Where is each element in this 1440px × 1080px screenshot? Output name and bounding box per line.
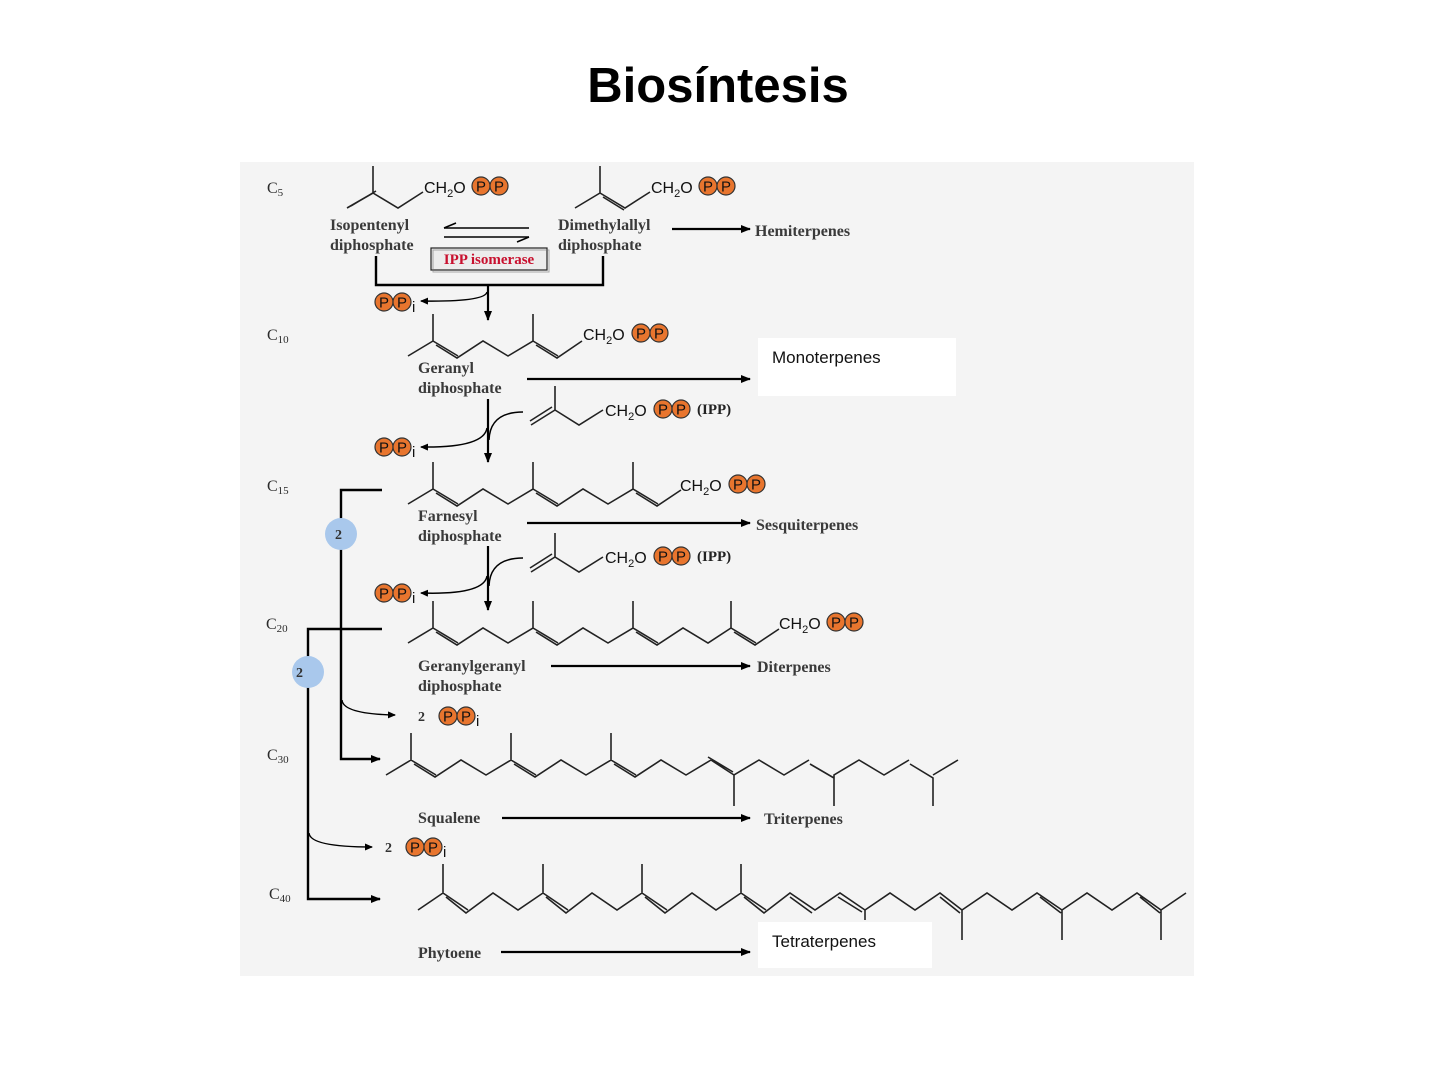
terpene-biosynthesis-diagram: C5 C10 C15 C20 C30 C40 CH2O P P Isopente… — [240, 162, 1194, 976]
ipp-ch2o: CH2O — [424, 180, 466, 200]
slide-title: Biosíntesis — [587, 59, 849, 113]
svg-text:P: P — [397, 295, 407, 312]
ppi-group-3: P P i — [374, 583, 415, 607]
svg-text:2: 2 — [418, 710, 425, 725]
dmapp-structure: CH2O P P — [574, 166, 736, 211]
svg-text:P: P — [379, 586, 389, 603]
svg-text:P: P — [379, 295, 389, 312]
svg-text:P: P — [733, 477, 743, 494]
svg-text:P: P — [636, 326, 646, 343]
svg-text:P: P — [410, 840, 420, 857]
ppi-group-2: P P i — [374, 437, 415, 461]
product-monoterpenes: Monoterpenes — [772, 348, 881, 367]
label-c15: C15 — [267, 478, 289, 497]
svg-text:2: 2 — [385, 841, 392, 856]
label-c10: C10 — [267, 327, 289, 346]
svg-text:P: P — [831, 615, 841, 632]
monoterpenes-box — [758, 338, 956, 396]
product-diterpenes: Diterpenes — [757, 659, 831, 676]
gpp-structure: CH2O P P — [407, 314, 669, 359]
svg-text:P: P — [849, 615, 859, 632]
enzyme-label: IPP isomerase — [444, 252, 535, 268]
arrow-ppi-release-1 — [420, 291, 488, 305]
svg-text:i: i — [443, 844, 446, 861]
carbon-labels: C5 C10 C15 C20 C30 C40 — [266, 180, 291, 905]
arrow-ipp-join-1 — [488, 411, 524, 441]
svg-text:CH2O: CH2O — [680, 478, 722, 498]
phosphate-label: P — [476, 179, 486, 196]
product-hemiterpenes: Hemiterpenes — [755, 223, 850, 240]
dimer-badge-ggpp: 2 — [292, 656, 324, 688]
phytoene-name: Phytoene — [418, 945, 481, 962]
phosphate-label: P — [721, 179, 731, 196]
phytoene-structure — [417, 864, 1187, 940]
label-c30: C30 — [267, 747, 289, 766]
ppi-group-phytoene: 2 P P i — [385, 837, 446, 861]
svg-text:P: P — [397, 440, 407, 457]
product-triterpenes: Triterpenes — [764, 811, 843, 828]
ggpp-dimerization-bracket — [306, 627, 382, 903]
squalene-name: Squalene — [418, 810, 480, 827]
arrow-ppi-release-3 — [420, 575, 488, 597]
product-tetraterpenes: Tetraterpenes — [772, 932, 876, 951]
svg-text:P: P — [658, 549, 668, 566]
svg-text:P: P — [397, 586, 407, 603]
tetraterpenes-box — [758, 922, 932, 968]
dmapp-ch2o: CH2O — [651, 180, 693, 200]
svg-text:i: i — [476, 713, 479, 730]
svg-text:(IPP): (IPP) — [697, 549, 731, 565]
ppi-group-1: P P i — [374, 292, 415, 316]
fpp-dimerization-bracket — [339, 488, 396, 763]
svg-text:CH2O: CH2O — [605, 403, 647, 423]
svg-text:P: P — [658, 402, 668, 419]
svg-text:2: 2 — [296, 666, 303, 681]
ipp-addition-2: CH2O P P (IPP) — [529, 533, 731, 573]
ipp-structure: CH2O P P — [346, 166, 509, 209]
phosphate-label: P — [703, 179, 713, 196]
condensation-bracket-c5 — [374, 256, 605, 287]
svg-text:P: P — [751, 477, 761, 494]
label-c40: C40 — [269, 886, 291, 905]
enzyme-box — [430, 247, 548, 271]
svg-text:i: i — [412, 590, 415, 607]
svg-text:P: P — [428, 840, 438, 857]
svg-text:CH2O: CH2O — [779, 616, 821, 636]
label-c5: C5 — [267, 180, 284, 199]
phosphate-icon — [489, 176, 509, 196]
svg-text:i: i — [412, 444, 415, 461]
svg-text:CH2O: CH2O — [605, 550, 647, 570]
isomerase-equilibrium-arrows — [443, 222, 530, 243]
svg-text:P: P — [654, 326, 664, 343]
ppi-group-squalene: 2 P P i — [418, 706, 479, 730]
ipp-addition-1: CH2O P P (IPP) — [529, 386, 731, 426]
dimer-badge-fpp: 2 — [325, 518, 357, 550]
svg-text:P: P — [676, 549, 686, 566]
phosphate-icon — [716, 176, 736, 196]
svg-text:P: P — [379, 440, 389, 457]
svg-text:CH2O: CH2O — [583, 327, 625, 347]
svg-text:i: i — [412, 299, 415, 316]
arrow-ppi-release-2 — [420, 427, 488, 451]
phosphate-label: P — [494, 179, 504, 196]
squalene-structure — [385, 733, 959, 806]
label-c20: C20 — [266, 616, 288, 635]
arrow-ipp-join-2 — [488, 557, 524, 587]
svg-text:P: P — [676, 402, 686, 419]
product-sesquiterpenes: Sesquiterpenes — [756, 517, 858, 534]
fpp-structure: CH2O P P — [407, 462, 766, 507]
ggpp-structure: CH2O P P — [407, 601, 864, 646]
svg-text:P: P — [443, 709, 453, 726]
svg-text:(IPP): (IPP) — [697, 402, 731, 418]
svg-text:P: P — [461, 709, 471, 726]
svg-text:2: 2 — [335, 528, 342, 543]
